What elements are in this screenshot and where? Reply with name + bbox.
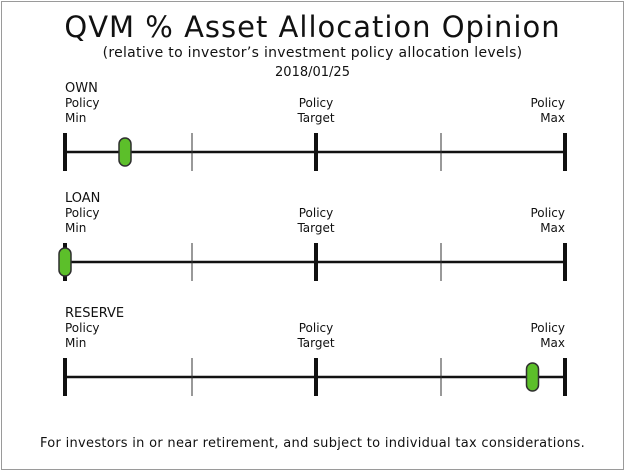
section-label-own: OWN (65, 81, 98, 96)
policy-max-label: Max (540, 221, 565, 235)
policy-target-label: Policy (299, 206, 334, 220)
section-label-loan: LOAN (65, 191, 100, 206)
allocation-marker-loan (58, 247, 72, 277)
allocation-marker-own (118, 137, 132, 167)
policy-min-label: Min (65, 336, 86, 350)
section-label-reserve: RESERVE (65, 306, 124, 321)
policy-min-label: Policy (65, 321, 100, 335)
policy-max-label: Max (540, 336, 565, 350)
page-title: QVM % Asset Allocation Opinion (64, 10, 561, 44)
report-date: 2018/01/25 (275, 65, 350, 80)
page-subtitle: (relative to investor’s investment polic… (102, 45, 523, 61)
policy-target-label: Target (296, 111, 334, 125)
allocation-marker-reserve (525, 362, 540, 392)
policy-min-label: Min (65, 111, 86, 125)
policy-min-label: Policy (65, 96, 100, 110)
footnote: For investors in or near retirement, and… (39, 436, 586, 451)
policy-max-label: Policy (530, 96, 565, 110)
policy-min-label: Policy (65, 206, 100, 220)
policy-min-label: Min (65, 221, 86, 235)
policy-max-label: Policy (530, 206, 565, 220)
policy-target-label: Target (296, 221, 334, 235)
policy-target-label: Target (296, 336, 334, 350)
policy-max-label: Max (540, 111, 565, 125)
policy-target-label: Policy (299, 321, 334, 335)
policy-max-label: Policy (530, 321, 565, 335)
policy-target-label: Policy (299, 96, 334, 110)
